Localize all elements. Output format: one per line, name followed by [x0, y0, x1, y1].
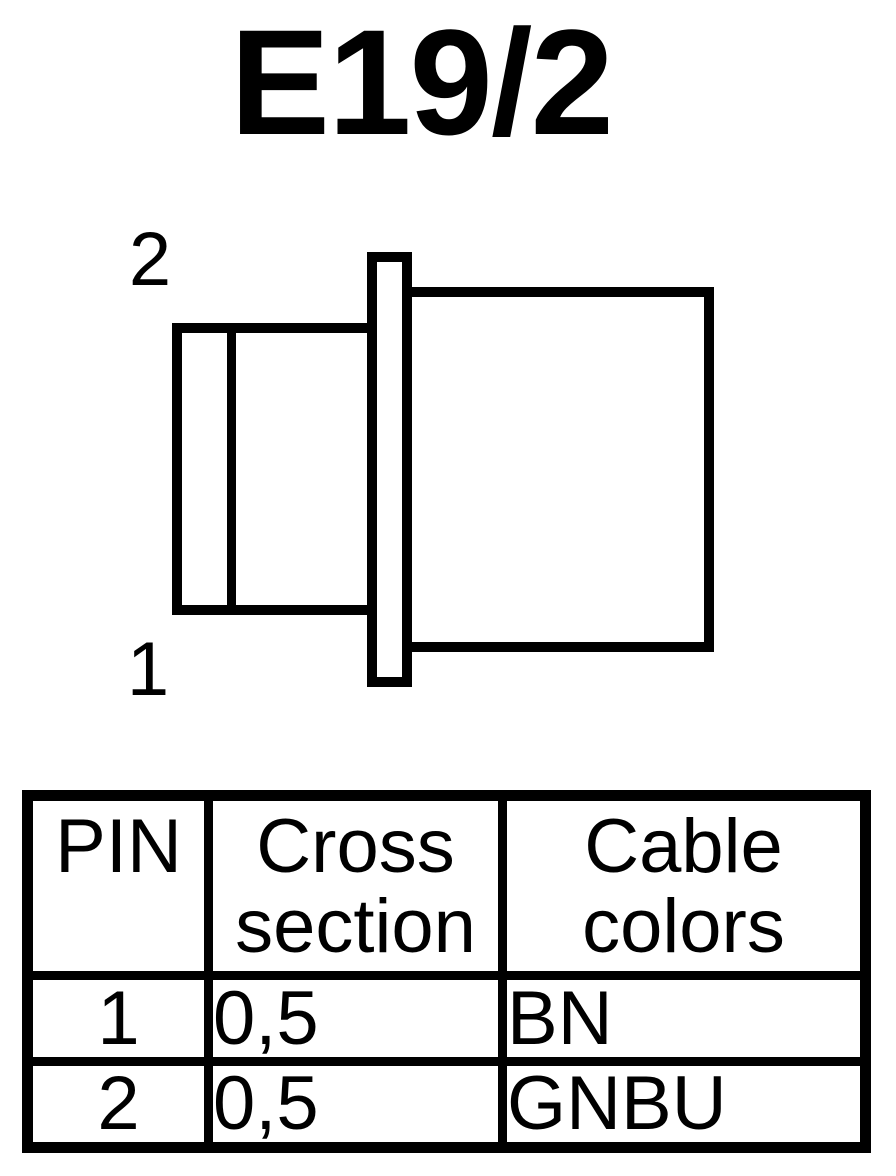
- pin-1-label: 1: [126, 627, 170, 712]
- header-pin: PIN: [23, 791, 213, 980]
- pin-assignment-table: PIN Cross section Cable colors 1 0,5 BN …: [22, 790, 871, 1153]
- page-title: E19/2: [230, 0, 614, 166]
- cross-section-cell: 0,5: [204, 1057, 507, 1152]
- table-header-row: PIN Cross section Cable colors: [23, 791, 870, 980]
- connector-housing-outline: [402, 287, 714, 652]
- plug-inner-edge-line: [227, 333, 236, 605]
- table-row: 1 0,5 BN: [23, 971, 870, 1066]
- cable-color-cell: GNBU: [498, 1057, 870, 1152]
- header-cross-section: Cross section: [204, 791, 507, 980]
- cross-section-cell: 0,5: [204, 971, 507, 1066]
- plug-body-outline: [172, 323, 390, 615]
- cable-color-cell: BN: [498, 971, 870, 1066]
- table-row: 2 0,5 GNBU: [23, 1057, 870, 1152]
- header-cable-colors: Cable colors: [498, 791, 870, 980]
- pin-number-cell: 2: [23, 1057, 213, 1152]
- connector-flange-outline: [367, 252, 412, 687]
- pin-number-cell: 1: [23, 971, 213, 1066]
- pin-2-label: 2: [128, 217, 172, 302]
